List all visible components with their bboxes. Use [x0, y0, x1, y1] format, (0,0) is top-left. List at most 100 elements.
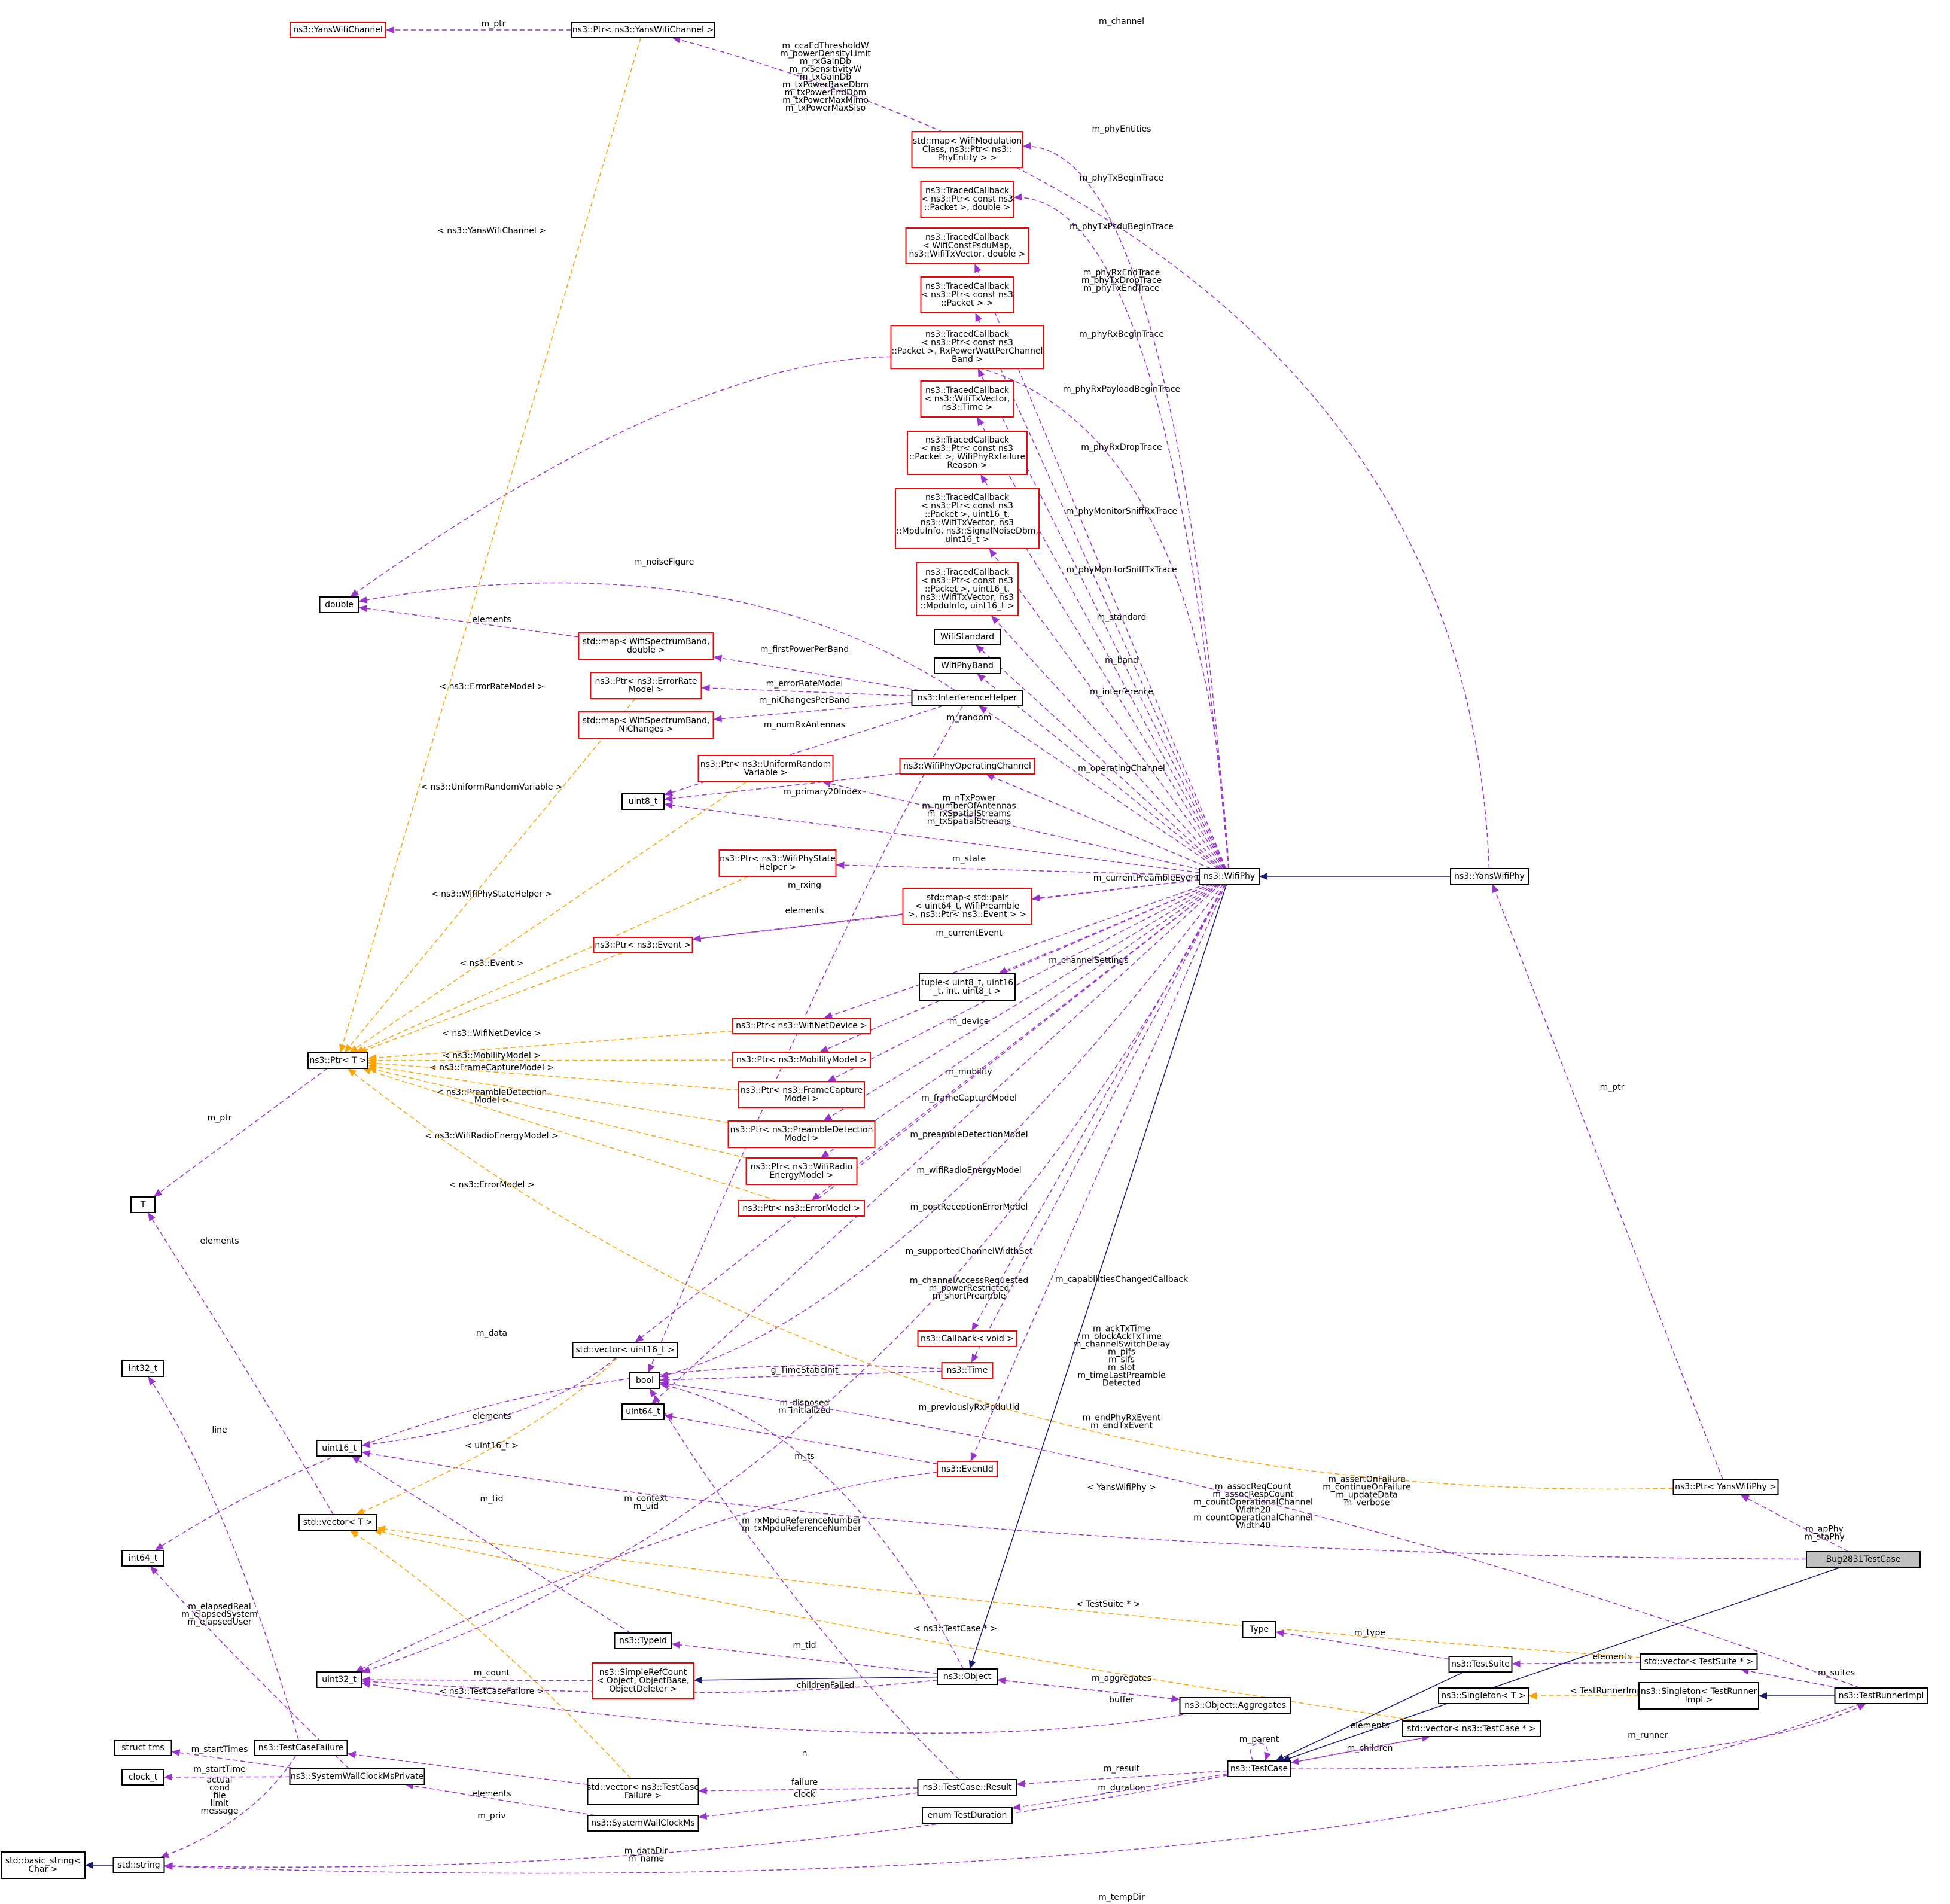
class-node-box[interactable]: [1402, 1720, 1541, 1737]
class-node-box[interactable]: [289, 1768, 425, 1785]
class-node-uint8[interactable]: uint8_t: [621, 793, 665, 810]
class-node-ptr_framecapture[interactable]: ns3::Ptr< ns3::FrameCaptureModel >: [738, 1081, 865, 1108]
class-node-singleton_runner[interactable]: ns3::Singleton< TestRunnerImpl >: [1638, 1682, 1759, 1710]
class-node-yanswifiphy[interactable]: ns3::YansWifiPhy: [1450, 868, 1529, 885]
class-node-box[interactable]: [578, 632, 714, 660]
class-node-box[interactable]: [130, 1196, 156, 1213]
class-node-int32[interactable]: int32_t: [121, 1360, 164, 1377]
class-node-vector_testcase[interactable]: std::vector< ns3::TestCase * >: [1402, 1720, 1541, 1737]
class-node-box[interactable]: [112, 1857, 165, 1873]
class-node-box[interactable]: [621, 1403, 665, 1420]
class-node-ptr_errormodel[interactable]: ns3::Ptr< ns3::ErrorModel >: [738, 1200, 865, 1217]
class-node-box[interactable]: [916, 562, 1019, 616]
class-node-box[interactable]: [727, 1120, 876, 1148]
class-node-tc_psdubegin[interactable]: ns3::TracedCallback< WifiConstPsduMap,ns…: [905, 227, 1029, 264]
class-node-box[interactable]: [718, 849, 837, 877]
class-node-box[interactable]: [614, 1632, 672, 1649]
class-node-uint64[interactable]: uint64_t: [621, 1403, 665, 1420]
class-node-box[interactable]: [911, 131, 1023, 168]
class-node-box[interactable]: [920, 380, 1014, 418]
class-node-tc_rxbegin[interactable]: ns3::TracedCallback< ns3::Ptr< const ns3…: [890, 325, 1044, 369]
class-node-box[interactable]: [1, 1851, 86, 1879]
class-node-map_events[interactable]: std::map< std::pair< uint64_t, WifiPream…: [902, 888, 1032, 925]
class-node-uint32[interactable]: uint32_t: [316, 1671, 362, 1688]
class-node-map_firstpower[interactable]: std::map< WifiSpectrumBand,double >: [578, 632, 714, 660]
class-node-box[interactable]: [587, 1815, 699, 1832]
class-node-box[interactable]: [920, 181, 1014, 218]
class-node-syswallprivate[interactable]: ns3::SystemWallClockMsPrivate: [289, 1768, 425, 1785]
class-node-basic_string[interactable]: std::basic_string<Char >: [1, 1851, 86, 1879]
class-node-box[interactable]: [738, 1200, 865, 1217]
class-node-int64[interactable]: int64_t: [121, 1550, 164, 1567]
class-node-tc_payload[interactable]: ns3::TracedCallback< ns3::WifiTxVector,n…: [920, 380, 1014, 418]
class-node-box[interactable]: [254, 1740, 348, 1756]
class-node-ptr_netdevice[interactable]: ns3::Ptr< ns3::WifiNetDevice >: [732, 1018, 871, 1034]
class-node-box[interactable]: [121, 1769, 164, 1786]
class-node-typeid[interactable]: ns3::TypeId: [614, 1632, 672, 1649]
class-node-syswallclock[interactable]: ns3::SystemWallClockMs: [587, 1815, 699, 1832]
class-node-eventid[interactable]: ns3::EventId: [937, 1461, 998, 1477]
class-node-box[interactable]: [920, 276, 1014, 313]
class-node-box[interactable]: [937, 1461, 998, 1477]
class-node-box[interactable]: [629, 1372, 660, 1389]
class-node-box[interactable]: [1450, 868, 1529, 885]
class-node-object[interactable]: ns3::Object: [937, 1668, 998, 1685]
class-node-wifiphyband[interactable]: WifiPhyBand: [934, 657, 1001, 674]
class-node-testsuite[interactable]: ns3::TestSuite: [1448, 1656, 1513, 1673]
class-node-box[interactable]: [1834, 1687, 1928, 1704]
class-node-box[interactable]: [319, 596, 359, 613]
class-node-box[interactable]: [1199, 868, 1260, 885]
class-node-yanswifichannel[interactable]: ns3::YansWifiChannel: [290, 22, 386, 38]
class-node-box[interactable]: [1438, 1687, 1529, 1704]
class-node-box[interactable]: [911, 690, 1023, 706]
class-node-struct_tms[interactable]: struct tms: [114, 1740, 172, 1756]
class-node-map_nichanges[interactable]: std::map< WifiSpectrumBand,NiChanges >: [578, 711, 714, 739]
class-node-box[interactable]: [890, 325, 1044, 369]
class-node-wifistandard[interactable]: WifiStandard: [934, 629, 1001, 645]
class-node-box[interactable]: [934, 629, 1001, 645]
class-node-box[interactable]: [593, 937, 693, 953]
class-node-bug[interactable]: Bug2831TestCase: [1806, 1551, 1921, 1568]
class-node-box[interactable]: [298, 1514, 377, 1531]
class-node-box[interactable]: [621, 793, 665, 810]
class-node-box[interactable]: [1806, 1551, 1921, 1568]
class-node-t[interactable]: T: [130, 1196, 156, 1213]
class-node-box[interactable]: [732, 1052, 871, 1068]
class-node-ptr_uniformrandom[interactable]: ns3::Ptr< ns3::UniformRandomVariable >: [697, 755, 834, 782]
class-node-box[interactable]: [697, 755, 834, 782]
class-node-ptr_errorrate[interactable]: ns3::Ptr< ns3::ErrorRateModel >: [590, 672, 702, 699]
class-node-box[interactable]: [316, 1671, 362, 1688]
class-node-box[interactable]: [922, 1807, 1013, 1824]
class-node-box[interactable]: [919, 973, 1016, 1001]
class-node-box[interactable]: [941, 1362, 994, 1379]
class-node-ptr_mobility[interactable]: ns3::Ptr< ns3::MobilityModel >: [732, 1052, 871, 1068]
class-node-box[interactable]: [1672, 1479, 1779, 1495]
class-node-vector_failure[interactable]: std::vector< ns3::TestCaseFailure >: [587, 1778, 699, 1805]
class-node-box[interactable]: [592, 1662, 694, 1699]
class-node-box[interactable]: [316, 1440, 362, 1457]
class-node-box[interactable]: [1179, 1697, 1291, 1714]
class-node-box[interactable]: [1227, 1760, 1291, 1777]
class-node-clock_t[interactable]: clock_t: [121, 1769, 164, 1786]
class-node-vector_uint16[interactable]: std::vector< uint16_t >: [572, 1342, 678, 1358]
class-node-box[interactable]: [114, 1740, 172, 1756]
class-node-vector_t[interactable]: std::vector< T >: [298, 1514, 377, 1531]
class-node-result[interactable]: ns3::TestCase::Result: [917, 1779, 1017, 1796]
class-node-time[interactable]: ns3::Time: [941, 1362, 994, 1379]
class-node-opchannel[interactable]: ns3::WifiPhyOperatingChannel: [899, 758, 1035, 775]
class-node-aggregates[interactable]: ns3::Object::Aggregates: [1179, 1697, 1291, 1714]
class-node-box[interactable]: [907, 431, 1028, 475]
class-node-tuple[interactable]: tuple< uint8_t, uint16_t, int, uint8_t >: [919, 973, 1016, 1001]
class-node-ptr_yanswifiphy[interactable]: ns3::Ptr< YansWifiPhy >: [1672, 1479, 1779, 1495]
class-node-box[interactable]: [917, 1779, 1017, 1796]
class-node-ptr_radioenergy[interactable]: ns3::Ptr< ns3::WifiRadioEnergyModel >: [745, 1157, 858, 1185]
class-node-tc_packet[interactable]: ns3::TracedCallback< ns3::Ptr< const ns3…: [920, 276, 1014, 313]
class-node-bool[interactable]: bool: [629, 1372, 660, 1389]
class-node-box[interactable]: [578, 711, 714, 739]
class-node-string[interactable]: std::string: [112, 1857, 165, 1873]
class-node-box[interactable]: [121, 1550, 164, 1567]
class-node-ptr_t[interactable]: ns3::Ptr< T >: [307, 1052, 368, 1069]
class-node-double[interactable]: double: [319, 596, 359, 613]
